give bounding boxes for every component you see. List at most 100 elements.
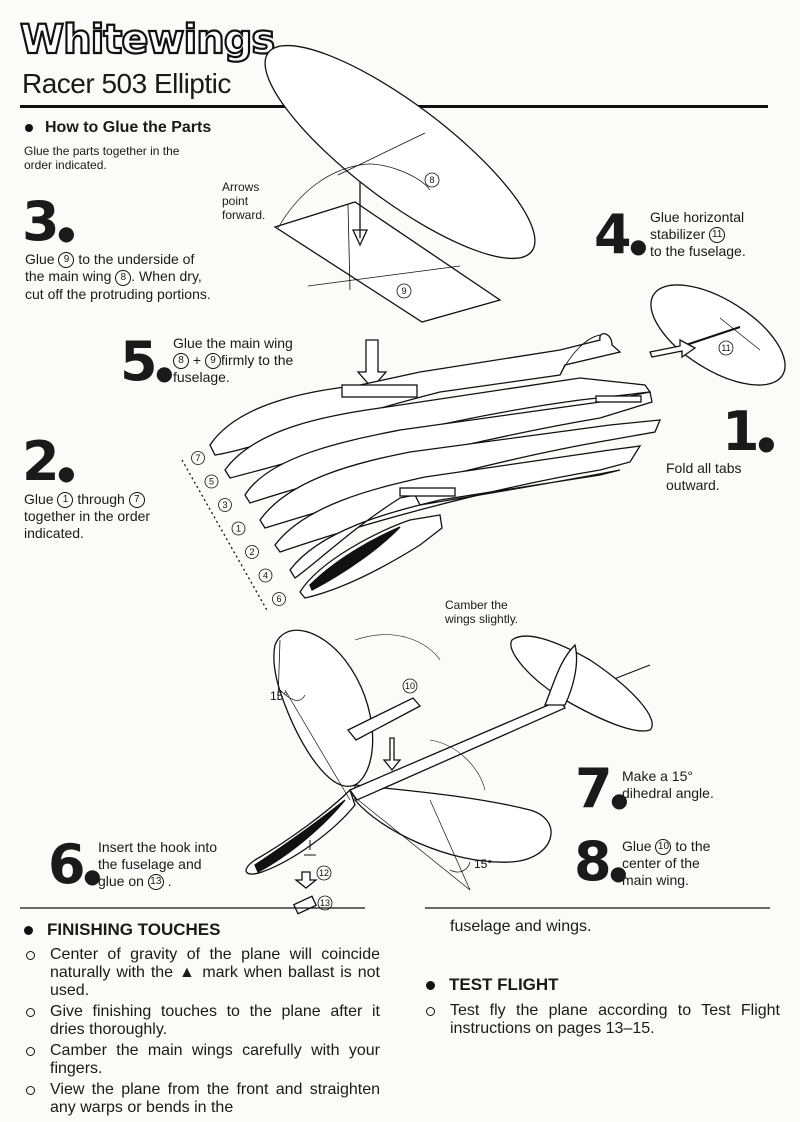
svg-text:10: 10 bbox=[405, 681, 415, 691]
stack-label-circle bbox=[272, 592, 286, 606]
camber-note: Camber the wings slightly. bbox=[445, 598, 518, 626]
stack-label-text: 7 bbox=[195, 453, 200, 463]
stack-label-circle bbox=[258, 568, 273, 583]
bullet-dot bbox=[25, 123, 33, 132]
s2-mid: through bbox=[77, 491, 125, 507]
step-3-number: 3● bbox=[22, 190, 75, 253]
svg-text:8: 8 bbox=[429, 175, 434, 185]
step-7-text: Make a 15° dihedral angle. bbox=[622, 768, 772, 802]
intro-line-2: order indicated. bbox=[24, 158, 107, 172]
s4-l1: Glue horizontal bbox=[650, 209, 745, 225]
finishing-item: Give finishing touches to the plane afte… bbox=[24, 1003, 380, 1039]
finishing-touches-title: FINISHING TOUCHES bbox=[47, 920, 221, 939]
s2-l3: indicated. bbox=[24, 525, 84, 542]
arrows-note: Arrows point forward. bbox=[222, 180, 265, 222]
angle-right-label: 15° bbox=[474, 857, 492, 871]
svg-text:13: 13 bbox=[320, 898, 330, 908]
part-mark: 7 bbox=[128, 492, 145, 509]
s1-l2: outward. bbox=[666, 477, 720, 493]
assembled-plane bbox=[245, 629, 653, 915]
s6-l3a: glue on bbox=[98, 873, 144, 889]
camber-line1: Camber the bbox=[445, 598, 508, 612]
s8-l3: main wing. bbox=[622, 872, 689, 889]
step-8-digit: 8 bbox=[574, 830, 612, 893]
step-1-digit: 1 bbox=[722, 400, 760, 463]
test-flight-list: Test fly the plane according to Test Fli… bbox=[424, 1002, 780, 1041]
s7-l1: Make a 15° bbox=[622, 768, 693, 784]
finishing-item: Camber the main wings carefully with you… bbox=[24, 1042, 380, 1078]
s4-l2a: stabilizer bbox=[650, 226, 706, 242]
step-1-text: Fold all tabs outward. bbox=[666, 460, 786, 494]
s8-l2: center of the bbox=[622, 855, 700, 872]
svg-text:11: 11 bbox=[721, 343, 730, 353]
step-4-text: Glue horizontal stabilizer 11 to the fus… bbox=[650, 209, 780, 260]
s5-l2b: firmly to the bbox=[220, 352, 294, 368]
part-mark: 13 bbox=[147, 874, 164, 891]
step-7-digit: 7 bbox=[575, 757, 613, 820]
finishing-touches-heading: FINISHING TOUCHES bbox=[24, 920, 220, 940]
s5-l1: Glue the main wing bbox=[173, 335, 293, 351]
how-to-glue-heading: How to Glue the Parts bbox=[25, 119, 211, 137]
s6-l2: the fuselage and bbox=[98, 856, 202, 872]
step-2-text: Glue 1 through 7 together in the order i… bbox=[24, 491, 184, 542]
finishing-touches-list: Center of gravity of the plane will coin… bbox=[24, 946, 380, 1120]
part-mark: 8 bbox=[173, 353, 189, 370]
stack-label-text: 4 bbox=[263, 571, 268, 581]
part-label-12: 12 bbox=[316, 865, 332, 881]
intro-line-1: Glue the parts together in the bbox=[24, 144, 180, 158]
finishing-continued: fuselage and wings. bbox=[450, 918, 592, 935]
part-label-9: 9 bbox=[396, 283, 412, 299]
down-arrow bbox=[351, 182, 369, 247]
part-mark: 9 bbox=[204, 353, 221, 370]
step-6-digit: 6 bbox=[48, 833, 86, 896]
s3-l3: cut off the protruding portions. bbox=[25, 285, 211, 302]
step-8-number: 8● bbox=[574, 830, 627, 893]
step-2-number: 2● bbox=[22, 430, 75, 493]
part-mark: 1 bbox=[57, 492, 74, 509]
test-flight-item: Test fly the plane according to Test Fli… bbox=[424, 1002, 780, 1038]
how-to-glue-title: How to Glue the Parts bbox=[45, 119, 212, 136]
arrows-note-line2: point bbox=[222, 194, 249, 208]
part-mark: 10 bbox=[655, 839, 672, 856]
camber-line2: wings slightly. bbox=[445, 612, 519, 626]
stack-label-text: 2 bbox=[249, 547, 254, 557]
test-flight-heading: TEST FLIGHT bbox=[426, 975, 559, 995]
step-1-number: 1● bbox=[722, 400, 775, 463]
s3-l2a: the main wing bbox=[25, 268, 112, 285]
s4-l3: to the fuselage. bbox=[650, 243, 746, 260]
part-label-10: 10 bbox=[402, 678, 418, 694]
s2-l1a: Glue bbox=[24, 491, 54, 507]
s7-l2: dihedral angle. bbox=[622, 785, 714, 801]
step5-arrow bbox=[356, 339, 388, 389]
part-mark: 11 bbox=[709, 227, 726, 244]
step-6-number: 6● bbox=[48, 833, 101, 896]
step-3-digit: 3 bbox=[22, 190, 60, 253]
step-5-number: 5● bbox=[120, 330, 173, 393]
brand-logo: Whitewings bbox=[19, 17, 276, 63]
wing-sheet-part9 bbox=[273, 201, 502, 323]
how-to-glue-intro: Glue the parts together in the order ind… bbox=[24, 144, 224, 172]
step-4-digit: 4 bbox=[594, 203, 632, 266]
part-label-13: 13 bbox=[317, 895, 333, 911]
finishing-item: Center of gravity of the plane will coin… bbox=[24, 946, 380, 1000]
s1-l1: Fold all tabs bbox=[666, 460, 742, 476]
s2-l2: together in the order bbox=[24, 508, 151, 525]
step-3-text: Glue 9 to the underside of the main wing… bbox=[25, 251, 265, 303]
test-flight-title: TEST FLIGHT bbox=[449, 975, 559, 994]
s8-l1a: Glue bbox=[622, 838, 652, 854]
step-7-number: 7● bbox=[575, 757, 628, 820]
s6-l1: Insert the hook into bbox=[98, 839, 218, 855]
stack-label-text: 6 bbox=[276, 594, 281, 604]
step-6-text: Insert the hook into the fuselage and gl… bbox=[98, 839, 248, 891]
stack-label-circle bbox=[204, 474, 219, 489]
s3-l1a: Glue bbox=[25, 251, 55, 267]
left-arrow bbox=[649, 338, 697, 359]
stack-label-circle bbox=[231, 521, 246, 536]
stack-label-text: 5 bbox=[209, 477, 214, 487]
step-2-digit: 2 bbox=[22, 430, 60, 493]
arrows-note-line1: Arrows bbox=[222, 180, 260, 194]
svg-text:12: 12 bbox=[319, 868, 329, 878]
